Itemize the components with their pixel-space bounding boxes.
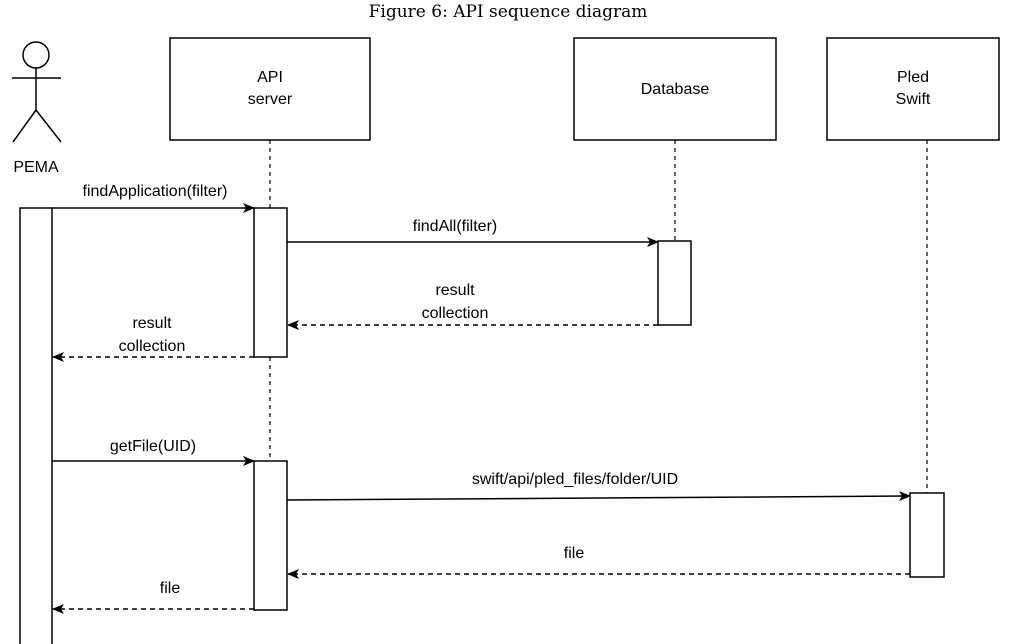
participant-label-line-2: server (248, 91, 293, 108)
figure-caption: Figure 6: API sequence diagram (368, 2, 648, 22)
message-label-api-result-line-2: collection (119, 338, 186, 355)
activation-bar-pled-swift (909, 492, 945, 578)
participant-database: Database (573, 37, 777, 141)
message-label-find-application: findApplication(filter) (83, 183, 228, 200)
stick-figure-icon (12, 41, 62, 143)
participant-api-server: API server (169, 37, 371, 141)
activation-bar-api-server (253, 460, 288, 611)
actor-pema: PEMA (12, 41, 62, 176)
message-label-get-file: getFile(UID) (110, 438, 196, 455)
participant-label-line-1: Pled (897, 69, 929, 86)
message-label-find-all: findAll(filter) (413, 218, 497, 235)
participant-pled-swift: Pled Swift (826, 37, 1000, 141)
activation-bar-database (657, 240, 692, 326)
participant-box (826, 37, 1000, 141)
actor-label: PEMA (13, 159, 59, 176)
message-label-api-result-line-1: result (132, 315, 172, 332)
message-arrow-swift-call (286, 491, 911, 502)
message-label-db-result-line-2: collection (422, 305, 489, 322)
message-label-swift-call: swift/api/pled_files/folder/UID (472, 471, 678, 488)
participant-label-line-1: API (257, 69, 283, 86)
message-label-api-file: file (160, 580, 181, 597)
activation-bar-pema (19, 207, 53, 644)
participant-label-line-1: Database (641, 81, 710, 98)
participant-box (169, 37, 371, 141)
message-label-swift-file: file (564, 545, 585, 562)
participant-label-line-2: Swift (896, 91, 931, 108)
message-label-db-result-line-1: result (435, 282, 475, 299)
activation-bar-api-server (253, 207, 288, 358)
participant-box (573, 37, 777, 141)
